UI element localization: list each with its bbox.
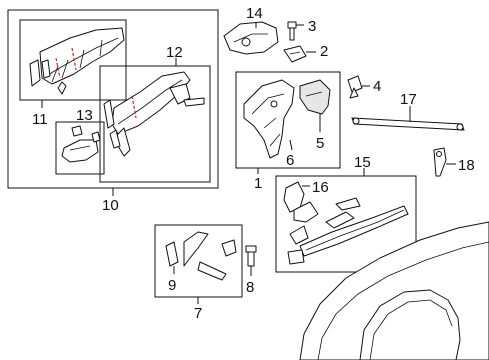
callout-11: 11 xyxy=(32,111,48,128)
group-11-frame xyxy=(19,19,127,101)
callout-9: 9 xyxy=(168,277,176,294)
callout-12: 12 xyxy=(166,44,183,61)
part-12-upper-rail xyxy=(103,71,205,157)
part-fender xyxy=(299,221,489,360)
callout-5: 5 xyxy=(316,135,324,152)
part-15-side-rail xyxy=(287,197,409,265)
part-8-bolt: 8 xyxy=(245,245,257,296)
part-3-bolt: 3 xyxy=(287,18,316,41)
group-13-frame xyxy=(55,121,105,175)
callout-2: 2 xyxy=(320,43,328,60)
callout-4: 4 xyxy=(373,78,381,95)
callout-3: 3 xyxy=(308,18,316,35)
callout-13: 13 xyxy=(76,107,93,124)
callout-16: 16 xyxy=(312,179,329,196)
group-1: 1 6 5 xyxy=(235,71,341,192)
group-12-frame xyxy=(99,65,211,183)
callout-7: 7 xyxy=(194,305,202,322)
group-1-frame xyxy=(235,71,341,169)
callout-1: 1 xyxy=(254,175,262,192)
group-7: 7 9 xyxy=(154,224,243,322)
group-15-frame xyxy=(275,175,417,273)
part-14-bracket: 14 xyxy=(223,5,279,55)
callout-15: 15 xyxy=(354,154,371,171)
group-10: 10 11 12 13 xyxy=(7,9,219,214)
part-18-bracket: 18 xyxy=(433,147,475,177)
part-2-clip: 2 xyxy=(283,43,328,63)
callout-17: 17 xyxy=(400,91,417,108)
part-9-bracket: 9 xyxy=(165,231,237,294)
callout-8: 8 xyxy=(246,279,254,296)
part-11-apron-rail xyxy=(29,27,125,95)
group-15: 15 16 xyxy=(275,154,417,273)
callout-18: 18 xyxy=(458,157,475,174)
part-6-wheelhouse: 6 xyxy=(243,79,295,169)
part-16-panel: 16 xyxy=(283,179,329,223)
callout-10: 10 xyxy=(102,197,119,214)
callout-6: 6 xyxy=(286,152,294,169)
callout-14: 14 xyxy=(246,5,263,22)
part-5-panel: 5 xyxy=(299,79,331,152)
part-17-strut-bar: 17 xyxy=(351,91,465,131)
part-13-bracket xyxy=(61,125,101,163)
part-4-clip: 4 xyxy=(347,75,381,99)
